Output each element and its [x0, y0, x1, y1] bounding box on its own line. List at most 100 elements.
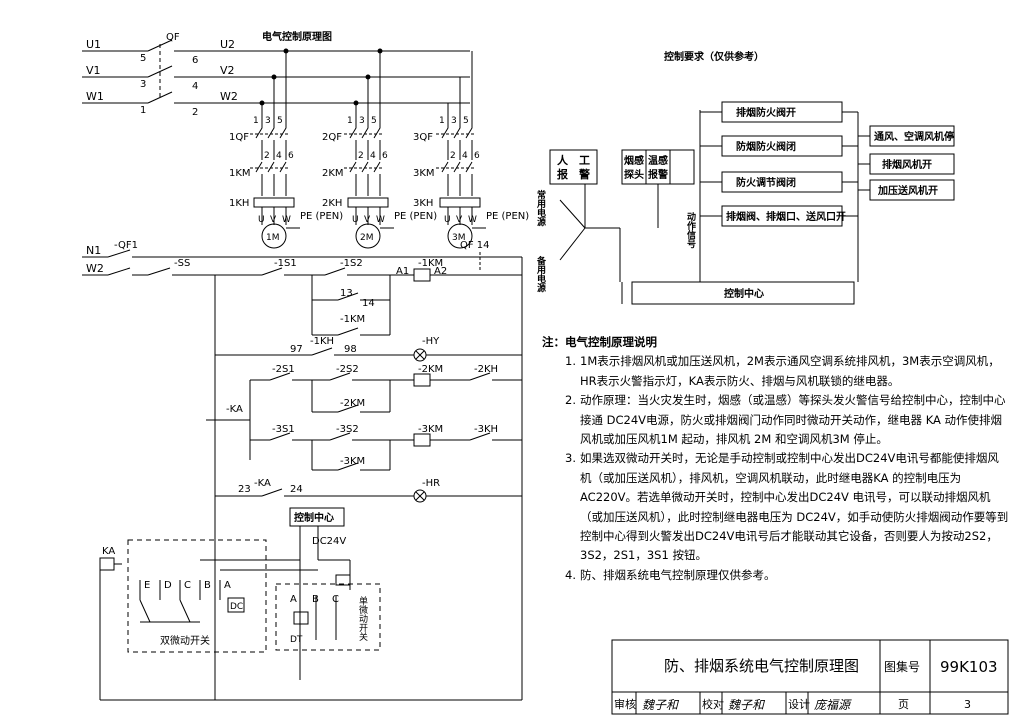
switch-b: B [204, 580, 211, 591]
svg-text:6: 6 [474, 151, 480, 161]
smoke-detector-1: 烟感 [624, 154, 644, 167]
branch2-overload: 2KH [322, 198, 342, 209]
kh3-label: -3KH [474, 424, 498, 435]
branch1-contactor: 1KM [229, 168, 251, 179]
backup-power-label: 备用电源 [535, 255, 547, 293]
svg-text:4: 4 [276, 151, 282, 161]
self-hold-13: 13 [340, 288, 353, 299]
control-center-label: 控制中心 [294, 511, 334, 524]
qf-term-3: 3 [140, 79, 146, 90]
manual-alarm-1: 人 工 [557, 153, 590, 167]
note-number: 1. [565, 354, 576, 369]
branch-3 [436, 118, 486, 249]
svg-text:W: W [376, 215, 385, 225]
single-switch-a: A [290, 594, 297, 605]
ka-contact-23: 23 [238, 484, 251, 495]
switch-d: D [164, 580, 172, 591]
svg-text:3: 3 [359, 116, 365, 126]
s2-1-label: -2S1 [272, 364, 295, 375]
svg-text:5: 5 [463, 116, 469, 126]
single-switch-c: C [332, 594, 339, 605]
svg-text:V: V [364, 215, 371, 225]
svg-text:3: 3 [265, 116, 271, 126]
manual-alarm-2: 报 警 [557, 167, 590, 181]
right-box-1: 通风、空调风机停 [874, 130, 954, 143]
svg-text:U: U [352, 215, 359, 225]
review-label: 审核 [614, 697, 636, 711]
svg-text:U: U [258, 215, 265, 225]
qf-term-6: 6 [192, 55, 198, 66]
svg-text:6: 6 [382, 151, 388, 161]
power-title: 电气控制原理图 [262, 30, 332, 43]
qf-label: QF [166, 32, 180, 43]
dc24v-label: DC24V [312, 536, 346, 547]
kh2-label: -2KH [474, 364, 498, 375]
block-title: 控制要求（仅供参考） [664, 50, 764, 63]
s2-2-label: -2S2 [336, 364, 359, 375]
atlas-number: 99K103 [940, 658, 998, 676]
kh1-98: 98 [344, 344, 357, 355]
double-switch-label: 双微动开关 [160, 634, 210, 647]
smoke-detector-2: 探头 [624, 168, 644, 181]
svg-text:V: V [456, 215, 463, 225]
note-text: 动作原理：当火灾发生时，烟感（或温感）等探头发火警信号给控制中心，控制中心接通 … [580, 393, 1006, 447]
line-w1: W1 [86, 90, 104, 103]
branch3-overload: 3KH [413, 198, 433, 209]
note-item: 1. 1M表示排烟风机或加压送风机，2M表示通风空调系统排风机，3M表示空调风机… [540, 352, 1010, 391]
branch3-contactor: 3KM [413, 168, 435, 179]
ka-label: -KA [226, 404, 243, 415]
branch2-pe: PE (PEN) [394, 211, 437, 222]
ss-label: -SS [174, 258, 190, 269]
note-item: 2. 动作原理：当火灾发生时，烟感（或温感）等探头发火警信号给控制中心，控制中心… [540, 391, 1010, 449]
note-number: 3. [565, 451, 576, 466]
notes-heading: 注：电气控制原理说明 [542, 335, 657, 349]
note-number: 4. [565, 567, 576, 582]
svg-text:2: 2 [358, 151, 364, 161]
svg-text:2: 2 [450, 151, 456, 161]
sheet-title: 防、排烟系统电气控制原理图 [664, 657, 859, 675]
review-signature: 魏子和 [642, 698, 680, 712]
branch1-terminals: 1 3 5 2 4 6 U V W [253, 116, 294, 225]
power-circuit [82, 39, 473, 118]
single-switch-label: 单微动开关 [357, 595, 368, 642]
note-item: 4. 防、排烟系统电气控制原理仅供参考。 [540, 566, 1010, 585]
line-w2: W2 [220, 90, 238, 103]
branch2-contactor: 2KM [322, 168, 344, 179]
svg-text:3: 3 [451, 116, 457, 126]
action-signal-label: 动作信号 [685, 212, 696, 249]
line-v1: V1 [86, 64, 101, 77]
dc-label: DC [230, 602, 243, 612]
note-text: 防、排烟系统电气控制原理仅供参考。 [580, 567, 776, 582]
svg-text:4: 4 [462, 151, 468, 161]
svg-text:U: U [444, 215, 451, 225]
note-text: 1M表示排烟风机或加压送风机，2M表示通风空调系统排风机，3M表示空调风机，HR… [580, 354, 1000, 388]
line-u1: U1 [86, 38, 101, 51]
middle-box-2: 防烟防火阀闭 [736, 140, 796, 153]
qf14-label: QF 14 [460, 240, 490, 251]
supply-n1: N1 [86, 244, 101, 257]
km2-contact-label: -2KM [340, 398, 365, 409]
page-number: 3 [964, 698, 971, 711]
motor-1m: 1M [266, 233, 280, 243]
qf-term-2: 2 [192, 107, 198, 118]
middle-box-4: 排烟阀、排烟口、送风口开 [726, 210, 846, 223]
svg-text:5: 5 [371, 116, 377, 126]
s3-2-label: -3S2 [336, 424, 359, 435]
branch3-pe: PE (PEN) [486, 211, 529, 222]
svg-text:6: 6 [288, 151, 294, 161]
motor-2m: 2M [360, 233, 374, 243]
svg-text:4: 4 [370, 151, 376, 161]
branch-1 [250, 118, 300, 249]
branch2-breaker: 2QF [322, 132, 342, 143]
temp-alarm-2: 报警 [648, 168, 668, 181]
branch2-terminals: 1 3 5 2 4 6 U V W [347, 116, 388, 225]
motor-3m: 3M [452, 233, 466, 243]
km3-contact-label: -3KM [340, 456, 365, 467]
branch3-breaker: 3QF [413, 132, 433, 143]
svg-text:W: W [282, 215, 291, 225]
svg-text:W: W [468, 215, 477, 225]
note-number: 2. [565, 393, 576, 408]
ka-coil-label: KA [102, 546, 115, 557]
km1-label: -1KM [418, 258, 443, 269]
